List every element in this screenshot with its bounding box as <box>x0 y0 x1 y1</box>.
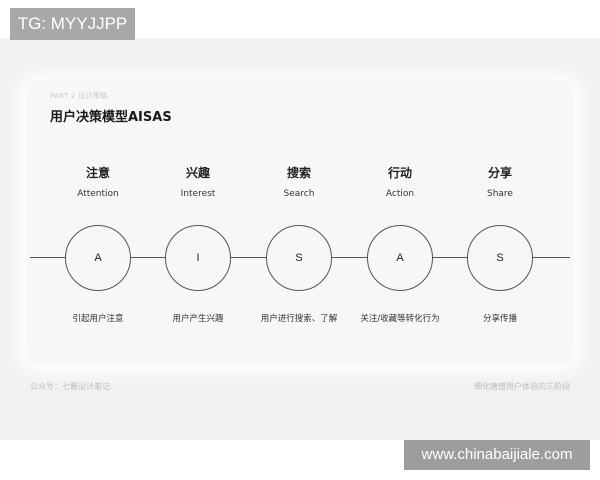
stage-circle-attention: A <box>65 225 131 291</box>
tg-badge: TG: MYYJJPP <box>10 8 135 40</box>
slide-card <box>26 80 574 365</box>
stage-circle-search: S <box>266 225 332 291</box>
stage-circle-share: S <box>467 225 533 291</box>
stage-title-cn: 搜索 <box>286 166 311 180</box>
stage-description: 引起用户注意 <box>72 314 124 324</box>
stage-title-cn: 兴趣 <box>185 166 210 180</box>
slide-title: 用户决策模型AISAS <box>50 110 172 125</box>
stage-circle-action: A <box>367 225 433 291</box>
stage-title-cn: 分享 <box>487 166 512 180</box>
stage-title-en: Search <box>283 189 315 199</box>
watermark-link[interactable]: www.chinabaijiale.com <box>404 440 590 470</box>
footer-source: 公众号：七酱设计笔记 <box>30 382 110 391</box>
footer-caption: 细化唐僧用户体验的三阶段 <box>474 382 570 391</box>
stage-description: 关注/收藏等转化行为 <box>360 314 440 324</box>
stage-title-cn: 行动 <box>387 166 412 180</box>
stage-title-en: Interest <box>180 189 216 199</box>
stage-circle-interest: I <box>165 225 231 291</box>
part-label: PART 2 设计策略 <box>50 92 108 100</box>
stage-title-en: Action <box>385 189 415 199</box>
stage-title-cn: 注意 <box>85 166 110 180</box>
stage-description: 分享传播 <box>482 314 517 324</box>
stage-description: 用户进行搜索、了解 <box>260 314 338 324</box>
stage-title-en: Share <box>487 189 513 199</box>
stage-description: 用户产生兴趣 <box>172 314 224 324</box>
stage-title-en: Attention <box>77 189 119 199</box>
